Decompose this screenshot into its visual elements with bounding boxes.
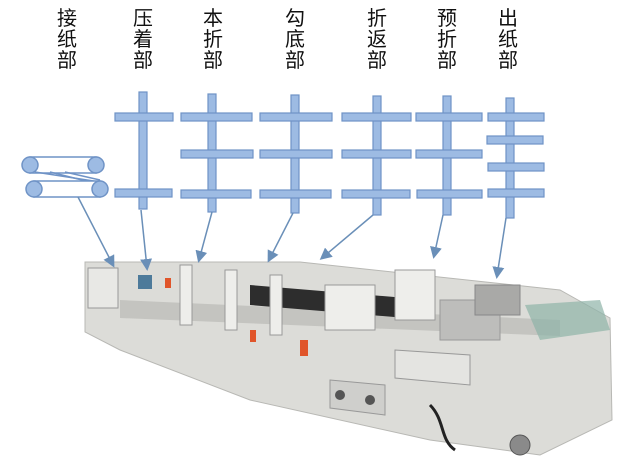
main-fold-crossbars-icon xyxy=(180,93,254,213)
press-section-crossbars-icon xyxy=(114,91,174,210)
arrow-feeder xyxy=(77,196,115,268)
arrow-prefold xyxy=(430,214,444,259)
arrow-main-fold xyxy=(195,211,213,263)
label-hook-bottom: 勾底部 xyxy=(285,6,305,72)
arrow-fold-back xyxy=(319,214,374,260)
prefold-crossbars-icon xyxy=(415,95,483,216)
fold-back-crossbars-icon xyxy=(341,95,412,216)
control-panel xyxy=(394,349,471,386)
label-press: 压着部 xyxy=(133,6,153,72)
arrow-hook-bottom xyxy=(267,212,294,263)
folder-gluer-machine xyxy=(84,261,613,456)
label-feeder: 接纸部 xyxy=(57,6,77,72)
label-delivery: 出纸部 xyxy=(498,6,518,72)
label-main-fold: 本折部 xyxy=(203,6,223,72)
label-fold-back: 折返部 xyxy=(367,6,387,72)
delivery-crossbars-icon xyxy=(486,97,545,219)
wheel xyxy=(509,434,531,456)
arrow-delivery xyxy=(492,217,507,279)
arrow-press xyxy=(140,209,153,271)
label-prefold: 预折部 xyxy=(437,6,457,72)
hook-bottom-crossbars-icon xyxy=(259,94,333,214)
feeder-belt-rollers-icon xyxy=(21,156,109,198)
